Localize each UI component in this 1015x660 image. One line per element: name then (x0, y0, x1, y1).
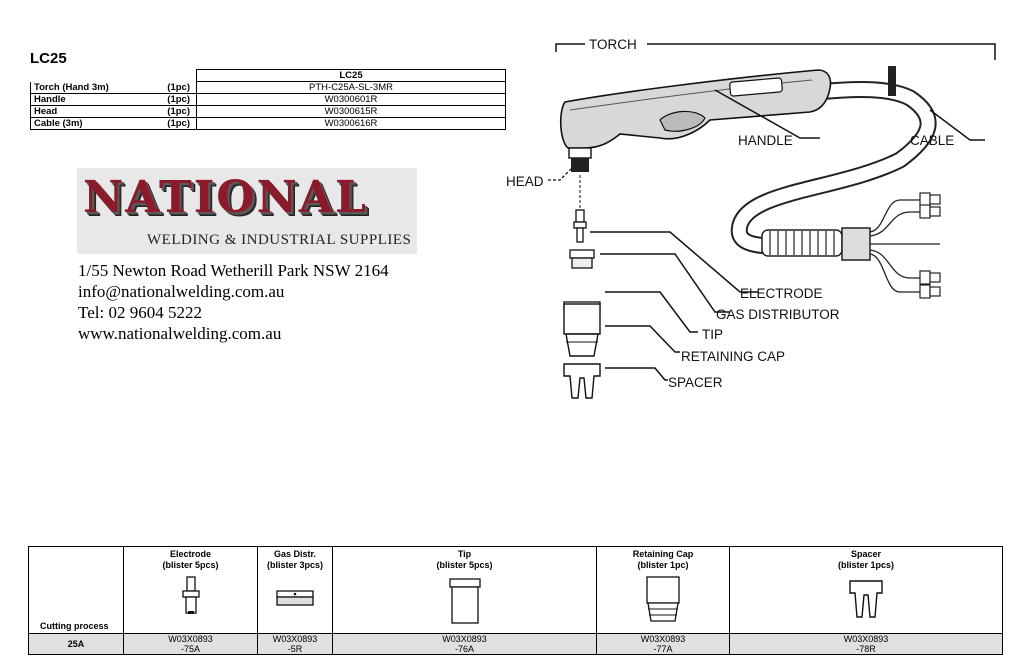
label-electrode: ELECTRODE (740, 286, 823, 301)
tip-icon (448, 578, 481, 624)
label-retaining-cap: RETAINING CAP (681, 349, 785, 364)
company-logo: NATIONAL WELDING & INDUSTRIAL SUPPLIES (77, 168, 417, 254)
handle-brand-plate (729, 77, 783, 97)
electrode-icon (181, 576, 200, 614)
parts-table-header: LC25 (196, 69, 506, 82)
retaining-cap-icon (646, 576, 680, 622)
table-row: Head (1pc) W0300615R (30, 105, 506, 118)
part-code: W0300616R (196, 117, 506, 130)
table-row: 25A W03X0893-75A W03X0893-5R W03X0893-76… (28, 633, 1003, 655)
cutting-process-label: Cutting process (28, 546, 124, 634)
cable-connector (841, 227, 871, 261)
label-head: HEAD (506, 174, 544, 189)
col-tip: Tip(blister 5pcs) (332, 546, 597, 634)
contact-website[interactable]: www.nationalwelding.com.au (78, 324, 282, 343)
table-row: Handle (1pc) W0300601R (30, 93, 506, 106)
logo-subtitle: WELDING & INDUSTRIAL SUPPLIES (147, 232, 412, 248)
table-row: Cutting process Electrode(blister 5pcs) … (28, 546, 1003, 634)
contact-block: 1/55 Newton Road Wetherill Park NSW 2164… (78, 260, 389, 344)
code-gas-distributor: W03X0893-5R (257, 633, 333, 655)
col-spacer: Spacer(blister 1pcs) (729, 546, 1003, 634)
part-qty: (1pc) (157, 93, 197, 106)
parts-table-header-row: LC25 (31, 69, 506, 82)
label-spacer: SPACER (668, 375, 723, 390)
col-retaining-cap: Retaining Cap(blister 1pc) (596, 546, 730, 634)
part-qty: (1pc) (157, 81, 197, 94)
spacer-part (563, 363, 601, 399)
part-name: Cable (3m) (30, 117, 157, 130)
label-tip: TIP (702, 327, 723, 342)
table-row: Torch (Hand 3m) (1pc) PTH-C25A-SL-3MR (30, 81, 506, 94)
contact-email[interactable]: info@nationalwelding.com.au (78, 282, 285, 301)
part-code: W0300615R (196, 105, 506, 118)
table-row: Cable (3m) (1pc) W0300616R (30, 117, 506, 130)
spacer-icon (849, 580, 883, 618)
part-code: W0300601R (196, 93, 506, 106)
label-torch: TORCH (589, 37, 637, 52)
part-qty: (1pc) (157, 117, 197, 130)
cable-plugs (919, 192, 941, 299)
gas-distributor-part (569, 249, 595, 269)
document-title: LC25 (30, 50, 67, 67)
handle-trigger (659, 110, 706, 132)
code-spacer: W03X0893-78R (729, 633, 1003, 655)
col-electrode: Electrode(blister 5pcs) (123, 546, 258, 634)
part-code: PTH-C25A-SL-3MR (196, 81, 506, 94)
torch-exploded-diagram: TORCH HANDLE CABLE HEAD (506, 36, 996, 399)
consumables-table: Cutting process Electrode(blister 5pcs) … (28, 546, 1003, 655)
cable-collar (888, 66, 896, 96)
part-name: Torch (Hand 3m) (30, 81, 157, 94)
code-tip: W03X0893-76A (332, 633, 597, 655)
label-handle: HANDLE (738, 133, 793, 148)
part-name: Head (30, 105, 157, 118)
torch-head (568, 147, 592, 159)
code-retaining-cap: W03X0893-77A (596, 633, 730, 655)
parts-table: LC25 Torch (Hand 3m) (1pc) PTH-C25A-SL-3… (30, 69, 506, 130)
electrode-part (573, 209, 587, 243)
cutting-size: 25A (28, 633, 124, 655)
contact-address: 1/55 Newton Road Wetherill Park NSW 2164 (78, 261, 389, 280)
part-name: Handle (30, 93, 157, 106)
code-electrode: W03X0893-75A (123, 633, 258, 655)
contact-phone: Tel: 02 9604 5222 (78, 303, 202, 322)
col-gas-distributor: Gas Distr.(blister 3pcs) (257, 546, 333, 634)
label-cable: CABLE (910, 133, 954, 148)
gas-distributor-icon (276, 590, 314, 606)
label-gas-distributor: GAS DISTRIBUTOR (716, 307, 840, 322)
torch-bracket (555, 43, 996, 60)
part-qty: (1pc) (157, 105, 197, 118)
retaining-cap-part (563, 303, 601, 357)
logo-wordmark: NATIONAL (83, 172, 368, 223)
